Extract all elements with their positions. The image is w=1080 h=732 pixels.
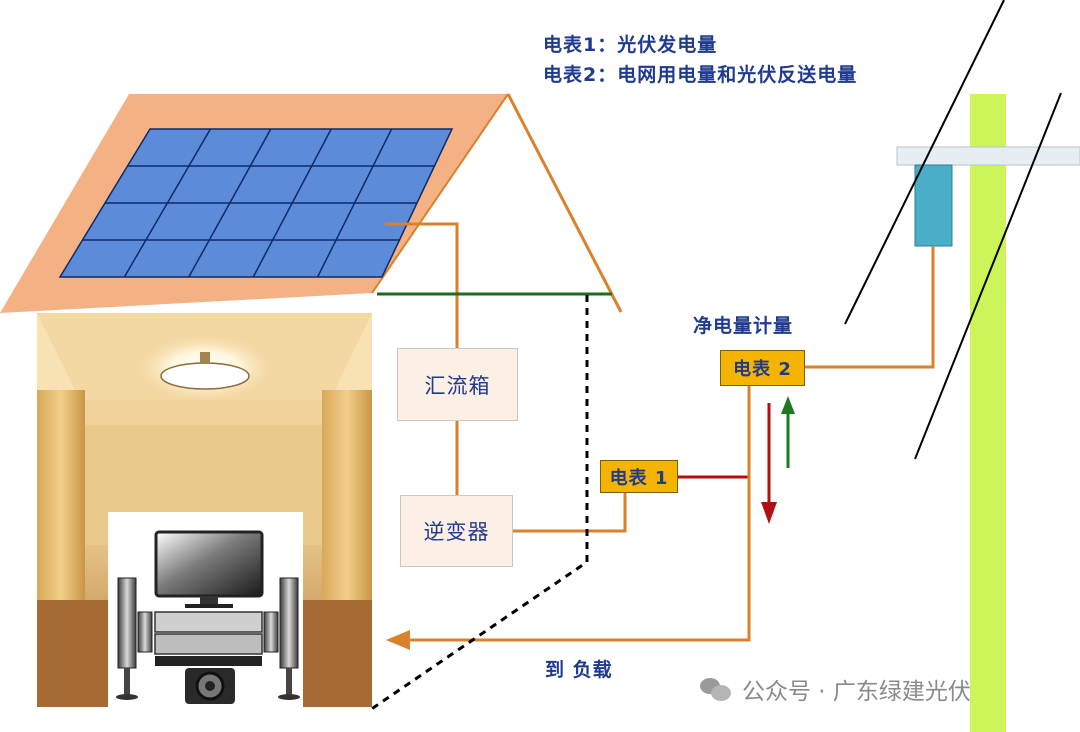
ceiling-lamp: [160, 362, 250, 390]
speaker-right: [279, 577, 299, 669]
legend-meter2: 电表2：电网用电量和光伏反送电量: [543, 64, 858, 86]
utility-pole: [844, 0, 1080, 732]
solar-panel-array: [58, 128, 454, 278]
roof-gable-line: [506, 93, 623, 313]
speaker-left: [117, 577, 137, 669]
home-theater: [108, 512, 303, 708]
inverter-box: 逆变器: [400, 495, 513, 567]
meter-2: 电表 2: [720, 350, 805, 386]
wire-meter2-to-grid: [805, 246, 935, 369]
wire-inverter-to-meter1: [513, 493, 627, 533]
ground-wire-dashed: [369, 295, 589, 712]
flow-arrows: [761, 396, 795, 524]
net-metering-label: 净电量计量: [693, 315, 794, 337]
av-receiver: [154, 611, 263, 633]
wechat-icon: [700, 676, 732, 702]
pole-transformer: [914, 164, 953, 247]
import-arrow-head: [781, 396, 795, 414]
power-line-1: [844, 0, 1005, 325]
legend-meter1: 电表1：光伏发电量: [543, 34, 718, 56]
to-load-label: 到 负载: [545, 659, 613, 681]
wire-meter2-to-load: [405, 386, 751, 642]
watermark: 公众号 · 广东绿建光伏: [700, 672, 971, 706]
to-load-arrowhead: [386, 630, 410, 650]
meter-1: 电表 1: [600, 460, 678, 493]
tv: [154, 530, 264, 598]
export-arrow-head: [761, 502, 777, 524]
watermark-text: 公众号 · 广东绿建光伏: [742, 679, 971, 705]
wiring: [369, 222, 935, 712]
power-line-2: [914, 92, 1062, 460]
pole-shaft: [970, 94, 1006, 732]
combiner-box: 汇流箱: [397, 348, 518, 421]
wire-panel-to-combiner: [385, 222, 459, 348]
